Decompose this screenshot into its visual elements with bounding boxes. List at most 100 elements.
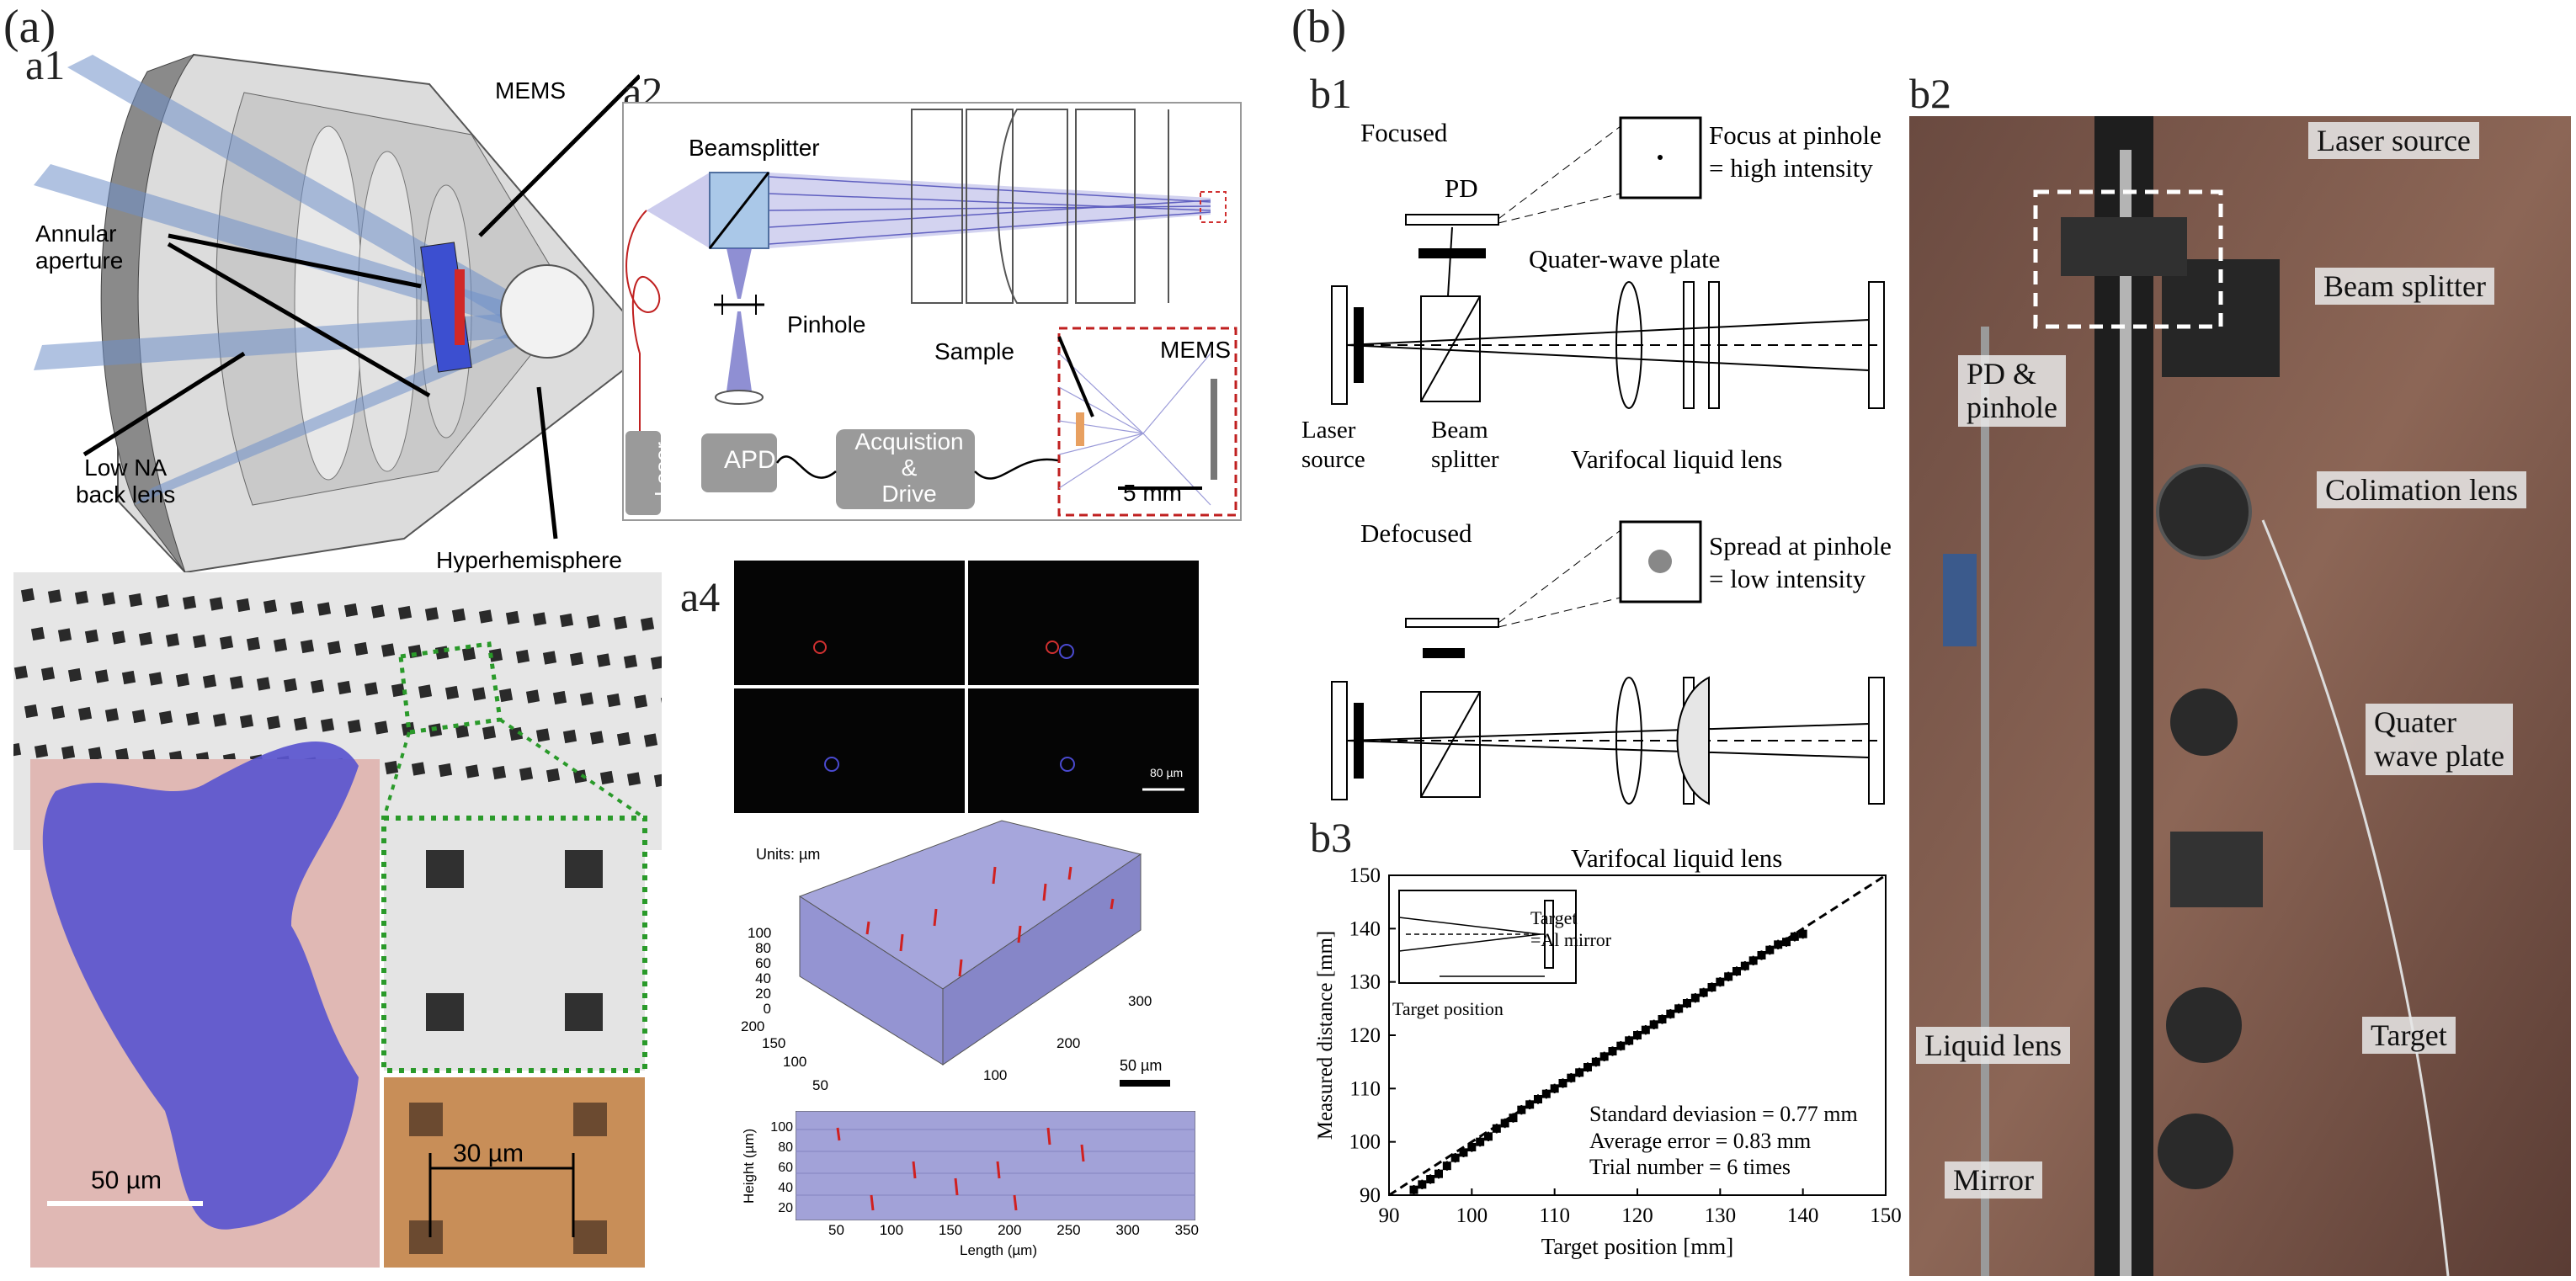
b2-label-beam-splitter: Beam splitter <box>2315 268 2494 306</box>
a4-2d-projection <box>796 1111 1195 1220</box>
a3-grid-square <box>246 636 261 651</box>
a4-bottom-xticks: 50 100 150 200 250 300 350 <box>828 1222 1199 1239</box>
b1-pd-label: PD <box>1445 173 1478 203</box>
a1-annular-label: Annular aperture <box>35 221 123 274</box>
a3-grid-square <box>411 762 426 776</box>
b3-data-point <box>1409 1185 1418 1194</box>
a3-grid-square <box>596 653 611 667</box>
b3-reference-line <box>1388 874 1887 1197</box>
b3-y-tick-label: 100 <box>1349 1131 1381 1154</box>
a3-grid-square <box>57 628 72 642</box>
a3-grid-square <box>51 705 66 720</box>
b3-y-axis-label: Measured distance [mm] <box>1314 931 1337 1140</box>
a3-grid-square <box>24 704 39 719</box>
a3-grid-square <box>101 592 116 606</box>
b3-inset-ray <box>1398 917 1541 935</box>
a3-grid-square <box>209 597 224 611</box>
b3-stats: Standard deviasion = 0.77 mm Average err… <box>1589 1101 1858 1181</box>
a4-y-tick: 150 <box>762 1035 786 1051</box>
b2-label-colimation: Colimation lens <box>2317 471 2526 509</box>
panel-a-letter: (a) <box>3 1 56 53</box>
a3-grid-square <box>438 763 453 778</box>
a3-grid-square <box>478 609 493 624</box>
a4-y-tick: 200 <box>741 1018 765 1034</box>
a3-grid-square <box>616 731 631 747</box>
b2-label-pd: PD & pinhole <box>1958 355 2066 427</box>
a3-grid-square <box>505 610 520 625</box>
a3-grid-square <box>158 710 173 725</box>
a2-sample-label: Sample <box>934 338 1014 364</box>
a3-grid-square <box>498 688 514 703</box>
a3-grid-square <box>508 726 524 741</box>
a4-bottom-xtick: 200 <box>998 1222 1022 1238</box>
a3-grid-square <box>155 594 170 609</box>
a2-laser-label: Laser <box>650 441 675 497</box>
a4-x-tick: 300 <box>1128 993 1152 1009</box>
a3-grid-square <box>626 772 641 786</box>
a3-grid-square <box>202 674 217 688</box>
a3-grid-square <box>239 714 254 729</box>
b3-data-point <box>1550 1084 1559 1093</box>
b3-data-point <box>1649 1020 1658 1029</box>
b3-data-point <box>1707 983 1716 991</box>
a4-scale-3d: 50 µm <box>1120 1057 1163 1074</box>
a4-bottom-xtick: 50 <box>828 1222 844 1238</box>
a3-grid-square <box>175 672 190 688</box>
a1-annular-line1: Annular <box>35 221 117 247</box>
b3-data-point <box>1716 977 1725 986</box>
b3-data-point <box>1625 1036 1634 1045</box>
b2-label-laser-source: Laser source <box>2308 122 2479 160</box>
a3-micrograph <box>13 572 662 1268</box>
a3-grid-square <box>623 654 638 669</box>
a3-grid-square <box>364 682 379 696</box>
a3-grid-square <box>559 613 574 628</box>
b1-defocused-label: Defocused <box>1360 518 1472 548</box>
a3-grid-square <box>397 605 412 620</box>
b2-label-target: Target <box>2362 1017 2456 1055</box>
a3-grid-square <box>465 764 480 779</box>
a4-bottom-ytick: 100 <box>770 1120 793 1135</box>
b1-qwp-label: Quater-wave plate <box>1529 244 1721 274</box>
a3-grid-square <box>128 593 143 608</box>
a3-grid-square <box>643 733 658 747</box>
a4-z-tick: 20 <box>755 986 771 1002</box>
a2-acq-label: Acquistion & Drive <box>842 428 977 507</box>
b3-data-point <box>1683 999 1691 1007</box>
b3-data-point <box>1575 1068 1584 1077</box>
b3-data-point <box>1558 1079 1567 1087</box>
b3-data-point <box>1426 1175 1435 1183</box>
b3-data-point <box>1765 945 1775 954</box>
b3-y-tick-label: 150 <box>1349 867 1381 887</box>
b1-label: b1 <box>1310 70 1352 117</box>
a4-z-tick: 100 <box>748 925 772 941</box>
b1-principle-diagram <box>1331 116 1885 805</box>
a3-grid-square <box>47 589 62 603</box>
a3-grid-square <box>236 598 251 613</box>
a3-grid-square <box>40 667 56 681</box>
a4-label: a4 <box>680 573 721 620</box>
b3-data-point <box>1699 988 1708 997</box>
a2-acq-line3: Drive <box>881 480 937 507</box>
a3-grid-square <box>572 769 588 784</box>
a3-grid-square <box>381 643 396 657</box>
a3-grid-square <box>266 715 281 730</box>
a4-bottom-xlabel: Length (µm) <box>960 1242 1037 1258</box>
a1-lowna-line2: back lens <box>76 481 176 508</box>
b3-data-point <box>1790 932 1799 941</box>
a4-y-tick: 100 <box>783 1054 807 1070</box>
b3-data-point <box>1476 1137 1485 1146</box>
b3-data-point <box>1467 1143 1477 1151</box>
a1-annular-line2: aperture <box>35 247 124 274</box>
a3-grid-square <box>515 649 530 664</box>
a3-grid-square <box>13 665 29 680</box>
b3-data-point <box>1418 1180 1427 1189</box>
a1-lowna-line1: Low NA <box>84 454 168 481</box>
a3-grid-square <box>471 687 487 701</box>
a3-grid-square <box>525 689 540 704</box>
a4-z-tick: 40 <box>755 970 771 986</box>
a3-grid-square <box>424 607 439 621</box>
b1-laser-line2: source <box>1301 445 1365 473</box>
b2-label-mirror: Mirror <box>1945 1161 2042 1199</box>
a3-grid-square <box>148 672 163 686</box>
